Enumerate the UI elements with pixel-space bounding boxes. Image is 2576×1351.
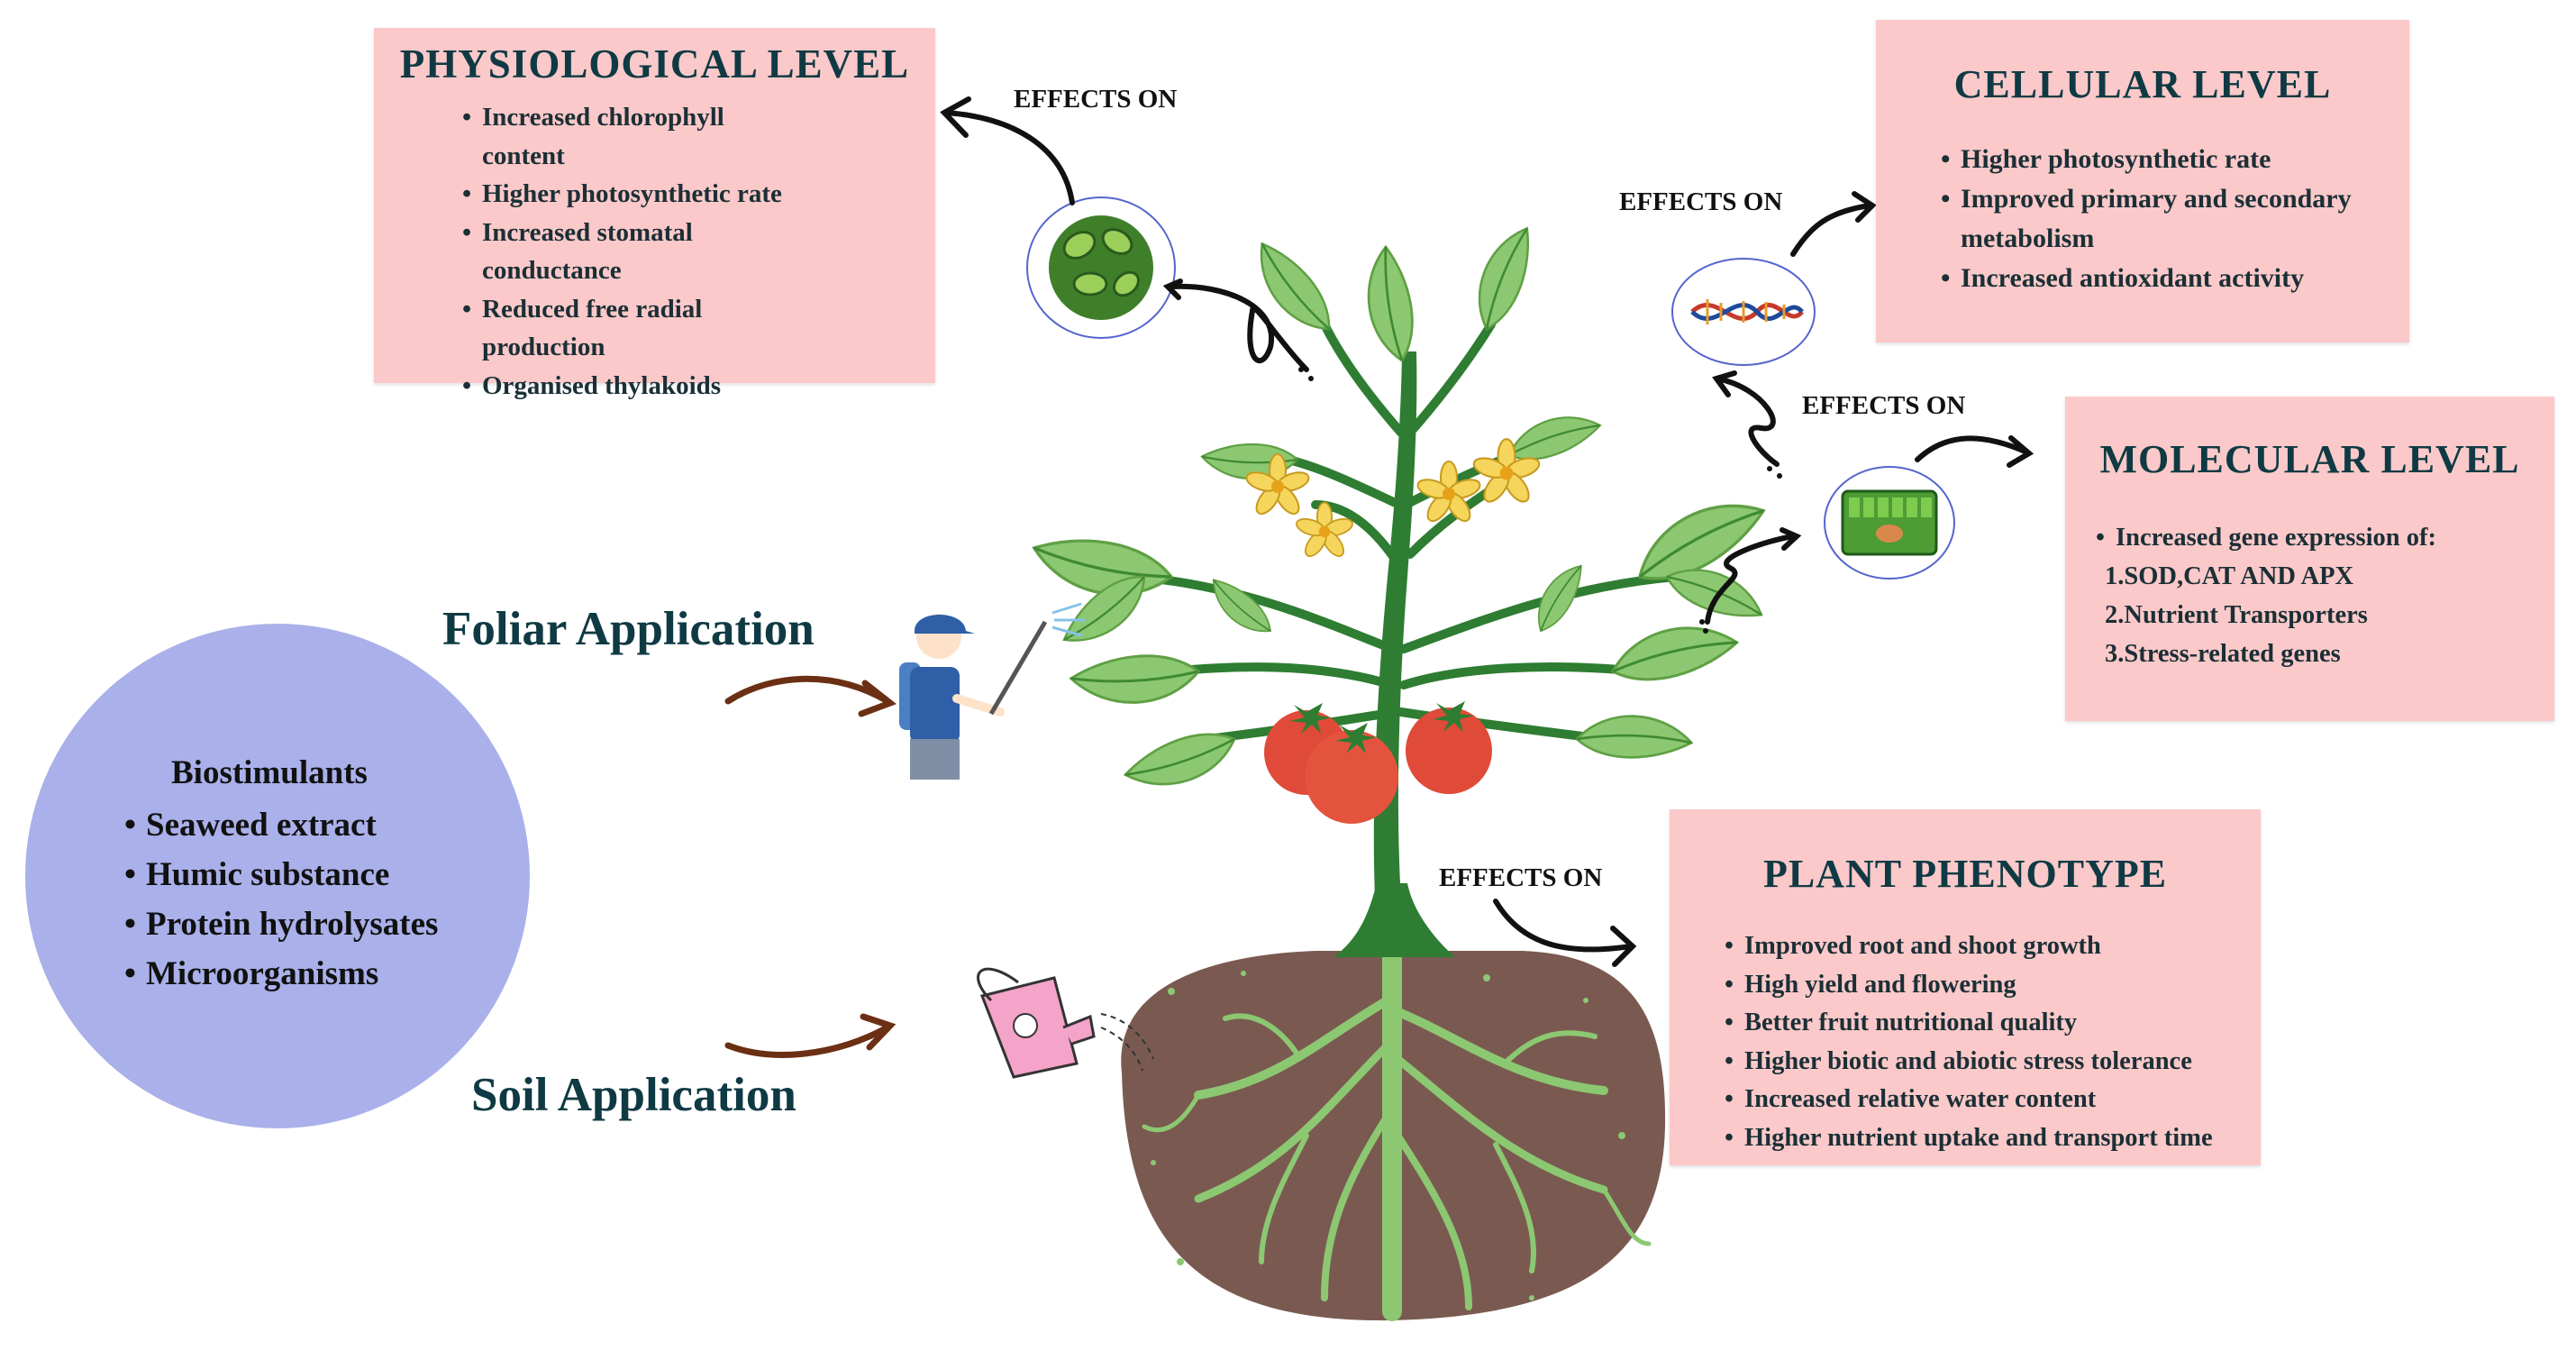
effects-on-label-cellular: EFFECTS ON [1619, 187, 1783, 216]
molecular-level-box: MOLECULAR LEVEL Increased gene expressio… [2065, 397, 2554, 721]
leaf-cross-section-circle [1824, 466, 1955, 580]
physiological-level-title: PHYSIOLOGICAL LEVEL [399, 41, 910, 87]
soil-application-label: Soil Application [471, 1069, 796, 1121]
molecular-level-title: MOLECULAR LEVEL [2099, 437, 2520, 481]
biostimulants-list: Seaweed extract Humic substance Protein … [124, 800, 438, 999]
effects-on-label-phenotype: EFFECTS ON [1439, 863, 1603, 892]
list-item: 2.Nutrient Transporters [2105, 601, 2368, 629]
roots [1142, 945, 1652, 1321]
list-item: Increased chlorophyll content [462, 98, 806, 175]
list-item: Protein hydrolysates [124, 899, 438, 949]
cellular-level-list: Higher photosynthetic rate Improved prim… [1941, 140, 2409, 298]
tomato-plant-illustration [1025, 219, 1777, 1321]
chloroplast-leaf-circle [1026, 196, 1176, 339]
list-item: Higher photosynthetic rate [462, 175, 806, 214]
list-item: Higher biotic and abiotic stress toleran… [1725, 1043, 2261, 1082]
connector-arrows [940, 96, 2034, 967]
list-item: Better fruit nutritional quality [1725, 1004, 2261, 1043]
plant-phenotype-title: PLANT PHENOTYPE [1762, 852, 2168, 896]
list-item: 3.Stress-related genes [2105, 640, 2341, 668]
cellular-level-title: CELLULAR LEVEL [1953, 62, 2332, 106]
list-item: Humic substance [124, 850, 438, 899]
list-item: Increased relative water content [1725, 1081, 2261, 1119]
list-item: 1.SOD,CAT AND APX [2105, 562, 2354, 590]
list-item: High yield and flowering [1725, 966, 2261, 1005]
list-item: Organised thylakoids [462, 367, 806, 406]
soil-dots [1151, 971, 1625, 1301]
physiological-level-list: Increased chlorophyll content Higher pho… [462, 98, 935, 406]
list-item: Microorganisms [124, 949, 438, 999]
list-item: Seaweed extract [124, 800, 438, 850]
list-item: Reduced free radial production [462, 290, 806, 367]
physiological-level-box: PHYSIOLOGICAL LEVEL Increased chlorophyl… [374, 28, 935, 405]
list-item: Improved root and shoot growth [1725, 927, 2261, 966]
main-stem [1373, 351, 1417, 955]
list-item: Higher photosynthetic rate [1941, 140, 2384, 179]
list-item: Increased antioxidant activity [1941, 259, 2384, 298]
tomatoes [1264, 701, 1492, 824]
application-arrows [724, 675, 897, 1058]
biostimulants-title: Biostimulants [171, 754, 368, 791]
effects-on-label-physiological: EFFECTS ON [1014, 85, 1178, 114]
list-item: Higher nutrient uptake and transport tim… [1725, 1119, 2261, 1158]
molecular-level-list: Increased gene expression of: 1.SOD,CAT … [2096, 518, 2554, 673]
list-item: Increased gene expression of: [2096, 518, 2554, 557]
plant-phenotype-box: PLANT PHENOTYPE Improved root and shoot … [1670, 809, 2261, 1165]
farmer-sprayer-illustration [899, 602, 1086, 780]
list-item: Increased stomatal conductance [462, 214, 806, 290]
cellular-level-box: CELLULAR LEVEL Higher photosynthetic rat… [1876, 20, 2409, 342]
foliar-application-label: Foliar Application [442, 603, 815, 655]
list-item: Improved primary and secondary metabolis… [1941, 179, 2384, 259]
watering-can-illustration [977, 967, 1154, 1079]
plant-phenotype-list: Improved root and shoot growth High yiel… [1725, 927, 2261, 1158]
effects-on-label-molecular: EFFECTS ON [1802, 391, 1966, 420]
dna-circle [1671, 258, 1816, 366]
